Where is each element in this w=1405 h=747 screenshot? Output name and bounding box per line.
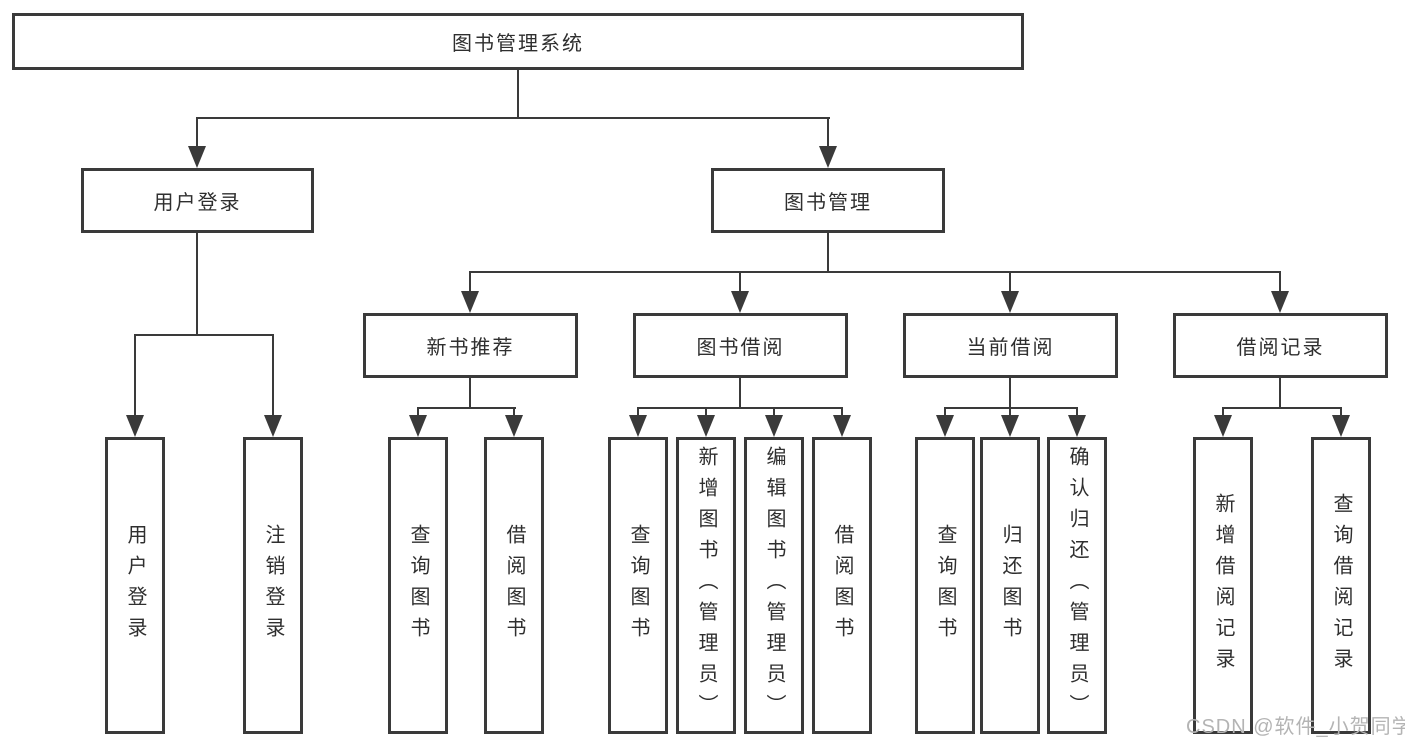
connector-vline <box>513 407 515 419</box>
leaf-user-login-label: 用户登录 <box>124 523 146 648</box>
arrow-down-icon <box>505 415 523 437</box>
node-library-system: 图书管理系统 <box>12 13 1024 70</box>
connector-vline <box>1009 407 1011 419</box>
node-current-borrowing: 当前借阅 <box>903 313 1118 378</box>
arrow-down-icon <box>126 415 144 437</box>
connector-vline <box>196 232 198 336</box>
connector-hline <box>417 407 516 409</box>
leaf-query-books-borrowing: 查询图书 <box>608 437 668 734</box>
connector-vline <box>944 407 946 419</box>
leaf-query-borrow-record: 查询借阅记录 <box>1311 437 1371 734</box>
connector-hline <box>469 271 1281 273</box>
arrow-down-icon <box>1001 415 1019 437</box>
connector-vline <box>517 69 519 118</box>
connector-hline <box>637 407 843 409</box>
arrow-down-icon <box>264 415 282 437</box>
node-user-login: 用户登录 <box>81 168 314 233</box>
node-library-system-label: 图书管理系统 <box>452 33 584 55</box>
connector-vline <box>739 271 741 296</box>
leaf-borrow-books-borrowing: 借阅图书 <box>812 437 872 734</box>
arrow-down-icon <box>1271 291 1289 313</box>
connector-vline <box>637 407 639 419</box>
leaf-confirm-return-admin: 确认归还（管理员） <box>1047 437 1107 734</box>
connector-vline <box>417 407 419 419</box>
connector-hline <box>196 117 830 119</box>
connector-vline <box>773 407 775 419</box>
connector-vline <box>705 407 707 419</box>
connector-vline <box>1340 407 1342 419</box>
leaf-add-books-admin-label: 新增图书（管理员） <box>695 446 717 725</box>
arrow-down-icon <box>188 146 206 168</box>
node-book-borrowing: 图书借阅 <box>633 313 848 378</box>
connector-hline <box>944 407 1078 409</box>
arrow-down-icon <box>1214 415 1232 437</box>
arrow-down-icon <box>833 415 851 437</box>
leaf-edit-books-admin: 编辑图书（管理员） <box>744 437 804 734</box>
leaf-query-books-borrowing-label: 查询图书 <box>627 523 649 648</box>
node-borrowing-records: 借阅记录 <box>1173 313 1388 378</box>
arrow-down-icon <box>461 291 479 313</box>
connector-vline <box>1279 377 1281 409</box>
leaf-borrow-books-recommend-label: 借阅图书 <box>503 523 525 648</box>
arrow-down-icon <box>1001 291 1019 313</box>
leaf-query-books-recommend-label: 查询图书 <box>407 523 429 648</box>
leaf-add-borrow-record: 新增借阅记录 <box>1193 437 1253 734</box>
connector-vline <box>1009 271 1011 296</box>
node-current-borrowing-label: 当前借阅 <box>966 337 1055 359</box>
leaf-query-books-current-label: 查询图书 <box>934 523 956 648</box>
connector-vline <box>841 407 843 419</box>
connector-vline <box>827 232 829 273</box>
node-book-borrowing-label: 图书借阅 <box>696 337 785 359</box>
connector-vline <box>272 334 274 418</box>
arrow-down-icon <box>409 415 427 437</box>
arrow-down-icon <box>629 415 647 437</box>
connector-vline <box>469 271 471 296</box>
leaf-query-borrow-record-label: 查询借阅记录 <box>1330 492 1352 679</box>
connector-hline <box>1222 407 1342 409</box>
arrow-down-icon <box>819 146 837 168</box>
node-borrowing-records-label: 借阅记录 <box>1236 337 1325 359</box>
connector-vline <box>739 377 741 409</box>
leaf-borrow-books-recommend: 借阅图书 <box>484 437 544 734</box>
leaf-query-books-current: 查询图书 <box>915 437 975 734</box>
node-new-book-recommendation: 新书推荐 <box>363 313 578 378</box>
arrow-down-icon <box>697 415 715 437</box>
connector-vline <box>469 377 471 409</box>
leaf-add-borrow-record-label: 新增借阅记录 <box>1212 492 1234 679</box>
csdn-watermark: CSDN @软件_小贺同学 <box>1186 716 1405 738</box>
leaf-user-login: 用户登录 <box>105 437 165 734</box>
node-book-management: 图书管理 <box>711 168 945 233</box>
arrow-down-icon <box>765 415 783 437</box>
node-user-login-label: 用户登录 <box>153 192 242 214</box>
node-new-book-recommendation-label: 新书推荐 <box>426 337 515 359</box>
connector-vline <box>827 117 829 150</box>
connector-vline <box>1222 407 1224 419</box>
connector-vline <box>196 117 198 150</box>
leaf-query-books-recommend: 查询图书 <box>388 437 448 734</box>
connector-vline <box>134 334 136 418</box>
leaf-add-books-admin: 新增图书（管理员） <box>676 437 736 734</box>
connector-vline <box>1009 377 1011 409</box>
arrow-down-icon <box>1332 415 1350 437</box>
node-book-management-label: 图书管理 <box>784 192 872 214</box>
leaf-logout-login-label: 注销登录 <box>262 523 284 648</box>
leaf-return-books-label: 归还图书 <box>999 523 1021 648</box>
leaf-return-books: 归还图书 <box>980 437 1040 734</box>
leaf-edit-books-admin-label: 编辑图书（管理员） <box>763 446 785 725</box>
connector-vline <box>1279 271 1281 296</box>
arrow-down-icon <box>1068 415 1086 437</box>
leaf-confirm-return-admin-label: 确认归还（管理员） <box>1066 446 1088 725</box>
connector-hline <box>134 334 274 336</box>
leaf-borrow-books-borrowing-label: 借阅图书 <box>831 523 853 648</box>
arrow-down-icon <box>731 291 749 313</box>
connector-vline <box>1076 407 1078 419</box>
arrow-down-icon <box>936 415 954 437</box>
leaf-logout-login: 注销登录 <box>243 437 303 734</box>
